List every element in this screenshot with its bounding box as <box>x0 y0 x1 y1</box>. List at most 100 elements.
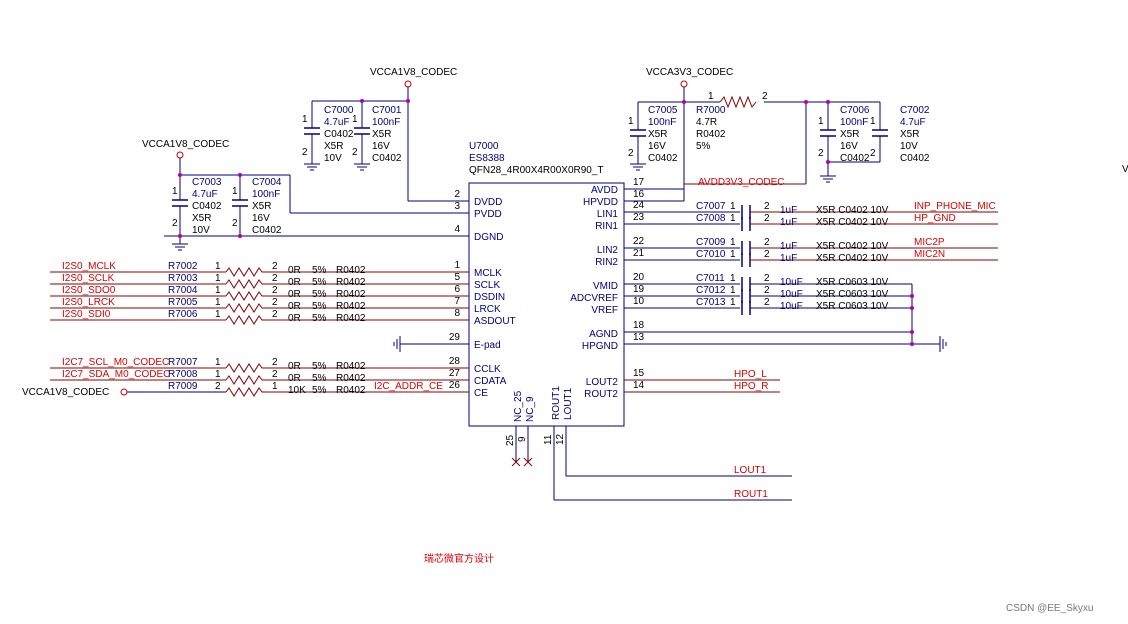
pin-num: 18 <box>633 320 645 331</box>
res-value: 0R <box>288 361 301 372</box>
cap-ref: C7003 <box>192 177 222 188</box>
res-pin: 2 <box>272 297 278 308</box>
power-net-label: VCCA3V3_CODEC <box>646 67 733 78</box>
cap-pin: 1 <box>730 297 736 308</box>
cap-pin: 2 <box>764 237 770 248</box>
net-hpo-r: HPO_R <box>734 381 768 392</box>
net-avdd3v3: AVDD3V3_CODEC <box>698 177 785 188</box>
res-value: 0R <box>288 313 301 324</box>
cap-pin: 1 <box>172 186 178 197</box>
cap-value: 10uF <box>780 277 803 288</box>
net-label: I2S0_SDI0 <box>62 309 111 320</box>
pin-name: RIN2 <box>595 257 618 268</box>
net-lout1: LOUT1 <box>734 465 767 476</box>
cap-pin: 1 <box>628 116 634 127</box>
pin-name: AGND <box>589 329 618 340</box>
pin-num: 5 <box>454 272 460 283</box>
resistor-icon <box>225 363 292 373</box>
pin-num: 2 <box>454 189 460 200</box>
cap-pin: 1 <box>870 116 876 127</box>
cap-fp: C0402 <box>648 153 678 164</box>
cap-pin: 2 <box>232 218 238 229</box>
pin-num: 23 <box>633 212 645 223</box>
res-fp: R0402 <box>696 129 726 140</box>
pin-num: 1 <box>454 260 460 271</box>
res-ref: R7006 <box>168 309 198 320</box>
pin-num: 28 <box>449 356 461 367</box>
cap-value: 100nF <box>840 117 868 128</box>
cap-pin: 2 <box>818 148 824 159</box>
cap-spec: X5R C0603 10V <box>816 289 889 300</box>
res-pin: 1 <box>272 381 278 392</box>
cap-pin: 2 <box>764 249 770 260</box>
res-value: 0R <box>288 277 301 288</box>
cap-ref: C7006 <box>840 105 870 116</box>
ground-icon <box>630 163 646 171</box>
cap-ref: C7010 <box>696 249 726 260</box>
cap-pin: 2 <box>764 201 770 212</box>
epad-ground <box>393 336 401 352</box>
pin-name: CE <box>474 388 488 399</box>
cap-ref: C7007 <box>696 201 726 212</box>
pin-name: ROUT2 <box>584 389 618 400</box>
cap-ref: C7001 <box>372 105 402 116</box>
res-fp: R0402 <box>336 385 366 396</box>
res-tol: 5% <box>696 141 711 152</box>
net-rout1: ROUT1 <box>734 489 768 500</box>
res-pin: 2 <box>272 309 278 320</box>
chip-part: ES8388 <box>469 153 505 164</box>
pin-num: 26 <box>449 380 461 391</box>
cap-pin: 1 <box>730 213 736 224</box>
res-pin: 2 <box>272 357 278 368</box>
cap-ref: C7009 <box>696 237 726 248</box>
cap-diel: X5R <box>372 129 391 140</box>
cap-pin: 1 <box>232 186 238 197</box>
dvdd-decoupling: VCCA1V8_CODEC 1 2 1 2 C7000 4.7uF C0402 … <box>302 67 457 201</box>
analog-ground-tie <box>910 284 947 352</box>
pin-name: ADCVREF <box>570 293 618 304</box>
resistor-icon <box>225 387 292 397</box>
codec-chip: U7000 ES8388 QFN28_4R00X4R00X0R90_T <box>468 141 625 427</box>
pin-name: LOUT1 <box>563 387 574 420</box>
ce-pullup: VCCA1V8_CODEC I2C_ADDR_CE <box>22 381 443 398</box>
cap-diel: X5R <box>840 129 859 140</box>
cap-value: 1uF <box>780 205 797 216</box>
net-label: I2C7_SCL_M0_CODEC <box>62 357 169 368</box>
chip-right-pin-labels: AVDD 17 HPVDD 16 LIN1 24 RIN1 23 LIN2 22… <box>570 177 644 400</box>
pin-num: 8 <box>454 308 460 319</box>
resistor-icon <box>225 375 292 385</box>
net-label: I2S0_LRCK <box>62 297 115 308</box>
avdd-decoupling: VCCA3V3_CODEC 1 2 1 2 1 2 <box>628 67 930 201</box>
res-tol: 5% <box>312 385 327 396</box>
pin-num: 16 <box>633 189 645 200</box>
cap-diel: X5R <box>324 141 343 152</box>
cap-pin: 2 <box>628 148 634 159</box>
res-fp: R0402 <box>336 289 366 300</box>
res-fp: R0402 <box>336 277 366 288</box>
cap-fp: C0402 <box>840 153 870 164</box>
pin-name: ASDOUT <box>474 316 516 327</box>
resistor-icon <box>225 267 292 277</box>
res-fp: R0402 <box>336 313 366 324</box>
cap-value: 1uF <box>780 253 797 264</box>
cap-pin: 2 <box>302 147 308 158</box>
cap-spec: X5R C0603 10V <box>816 301 889 312</box>
pin-name: LIN1 <box>597 209 619 220</box>
cap-ref: C7013 <box>696 297 726 308</box>
ground-icon <box>939 336 947 352</box>
pin-name: VMID <box>593 281 618 292</box>
res-pin: 1 <box>215 297 221 308</box>
pin-name: MCLK <box>474 268 502 279</box>
chip-bottom-pins: NC_25 NC_9 ROUT1 LOUT1 25 9 11 12 <box>505 386 574 500</box>
res-value: 0R <box>288 265 301 276</box>
chip-ref: U7000 <box>469 141 499 152</box>
cap-pin: 1 <box>730 249 736 260</box>
